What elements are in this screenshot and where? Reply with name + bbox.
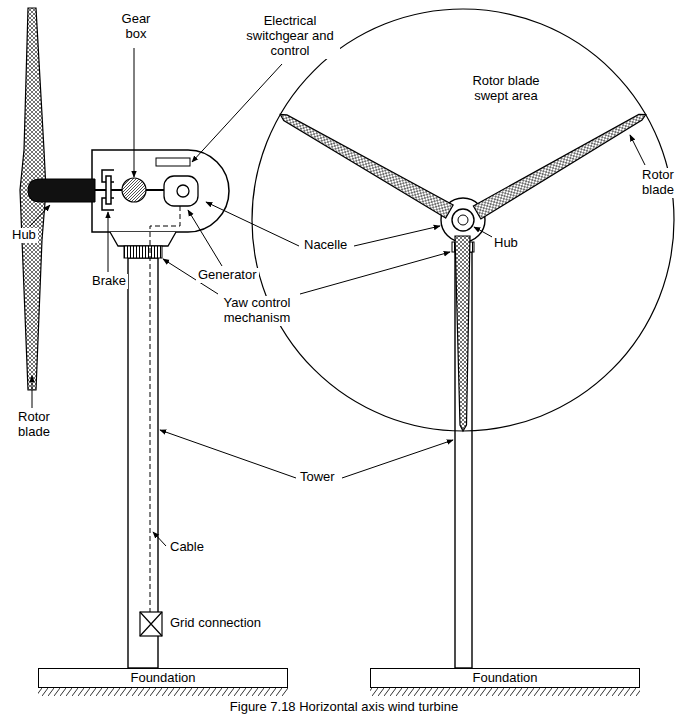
nacelle: [92, 150, 229, 232]
leader-lines: [192, 64, 282, 162]
gear-box: [122, 178, 146, 202]
grid-connection-box: [140, 612, 162, 636]
switchgear: [156, 158, 190, 166]
foundation-block: Foundation: [38, 668, 288, 688]
leader-lines: [32, 376, 33, 408]
part-label: Hub: [10, 228, 38, 243]
front-view: [277, 108, 650, 696]
grid-connection-box: [140, 612, 162, 636]
figure-caption: Figure 7.18 Horizontal axis wind turbine: [0, 699, 688, 714]
brake: [102, 170, 114, 210]
yaw-mechanism: [124, 246, 162, 258]
node-label: Foundation: [130, 671, 195, 686]
circle-outline: [251, 8, 675, 432]
shaft: [146, 189, 164, 191]
part-label: Yaw control mechanism: [205, 296, 309, 326]
ground-hatch: [38, 688, 288, 696]
leader-lines: [474, 227, 494, 238]
part-label: Nacelle: [302, 238, 349, 253]
ground-hatch: [370, 688, 640, 696]
rotor-blades: [455, 236, 470, 431]
rotor-blades: [473, 108, 649, 218]
part-label: Tower: [298, 470, 337, 485]
part-label: Gear box: [112, 12, 160, 42]
node-label: Foundation: [472, 671, 537, 686]
brake: [106, 176, 111, 204]
part-label: Hub: [492, 236, 520, 251]
nacelle-base: [110, 232, 176, 246]
rotor-blades: [277, 108, 650, 431]
part-label: Electrical switchgear and control: [240, 14, 340, 59]
node-label: Rotor blade swept area: [460, 74, 552, 104]
part-label: Rotor blade: [632, 168, 684, 198]
tower: [128, 258, 158, 668]
leader-lines: [160, 430, 296, 478]
part-label: Brake: [90, 274, 128, 289]
leader-lines: [300, 252, 450, 294]
hub: [458, 215, 468, 225]
hub: [452, 209, 474, 231]
generator: [177, 185, 189, 197]
leader-lines: [134, 48, 135, 177]
hub: [28, 179, 95, 202]
leader-lines: [630, 135, 645, 165]
side-view: [20, 8, 288, 696]
circle-outline: [252, 9, 674, 431]
leader-lines: [30, 48, 645, 546]
leader-lines: [342, 440, 453, 478]
part-label: Rotor blade: [8, 410, 60, 440]
part-label: Cable: [168, 540, 206, 555]
part-label: Grid connection: [168, 616, 263, 631]
foundation-block: Foundation: [370, 668, 640, 688]
swept-area-circle: Rotor blade swept area: [251, 8, 675, 432]
generator: [164, 176, 198, 206]
rotor-blades: [277, 108, 453, 218]
leader-lines: [108, 212, 109, 272]
generator: [164, 176, 198, 206]
leader-lines: [30, 205, 50, 226]
leader-lines: [153, 532, 166, 546]
leader-lines: [188, 210, 222, 266]
leader-lines: [354, 226, 440, 246]
grid-connection-box: [140, 612, 162, 636]
part-label: Generator: [196, 268, 259, 283]
